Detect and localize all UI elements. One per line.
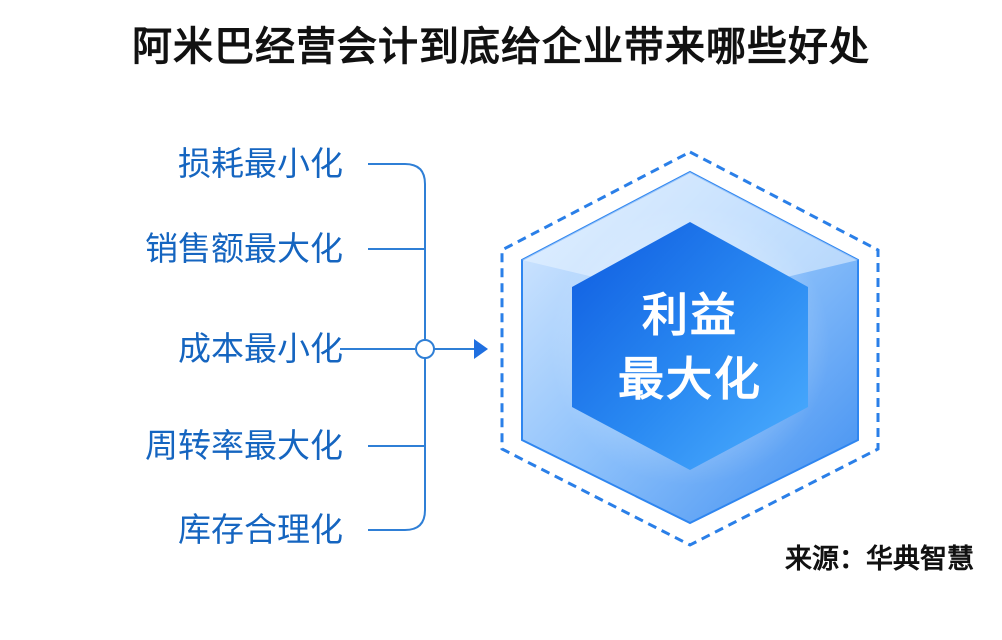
benefit-item-2: 销售额最大化: [145, 229, 343, 268]
dashed-hexagon: [500, 150, 880, 547]
benefit-item-5: 库存合理化: [178, 510, 343, 549]
junction-circle: [415, 339, 435, 359]
arrow-head: [474, 339, 488, 359]
source-caption: 来源：华典智慧: [785, 544, 974, 575]
benefit-item-3: 成本最小化: [178, 329, 343, 368]
benefit-item-1: 损耗最小化: [178, 144, 343, 183]
benefit-item-4: 周转率最大化: [145, 426, 343, 465]
page-title: 阿米巴经营会计到底给企业带来哪些好处: [132, 24, 870, 70]
center-label-line1: 利益: [642, 288, 738, 342]
center-label-line2: 最大化: [618, 352, 762, 406]
bracket-bottom-curve: [404, 509, 426, 531]
bracket-connector: [340, 163, 474, 531]
inner-hexagon: [572, 222, 808, 470]
bracket-top-curve: [404, 163, 426, 185]
